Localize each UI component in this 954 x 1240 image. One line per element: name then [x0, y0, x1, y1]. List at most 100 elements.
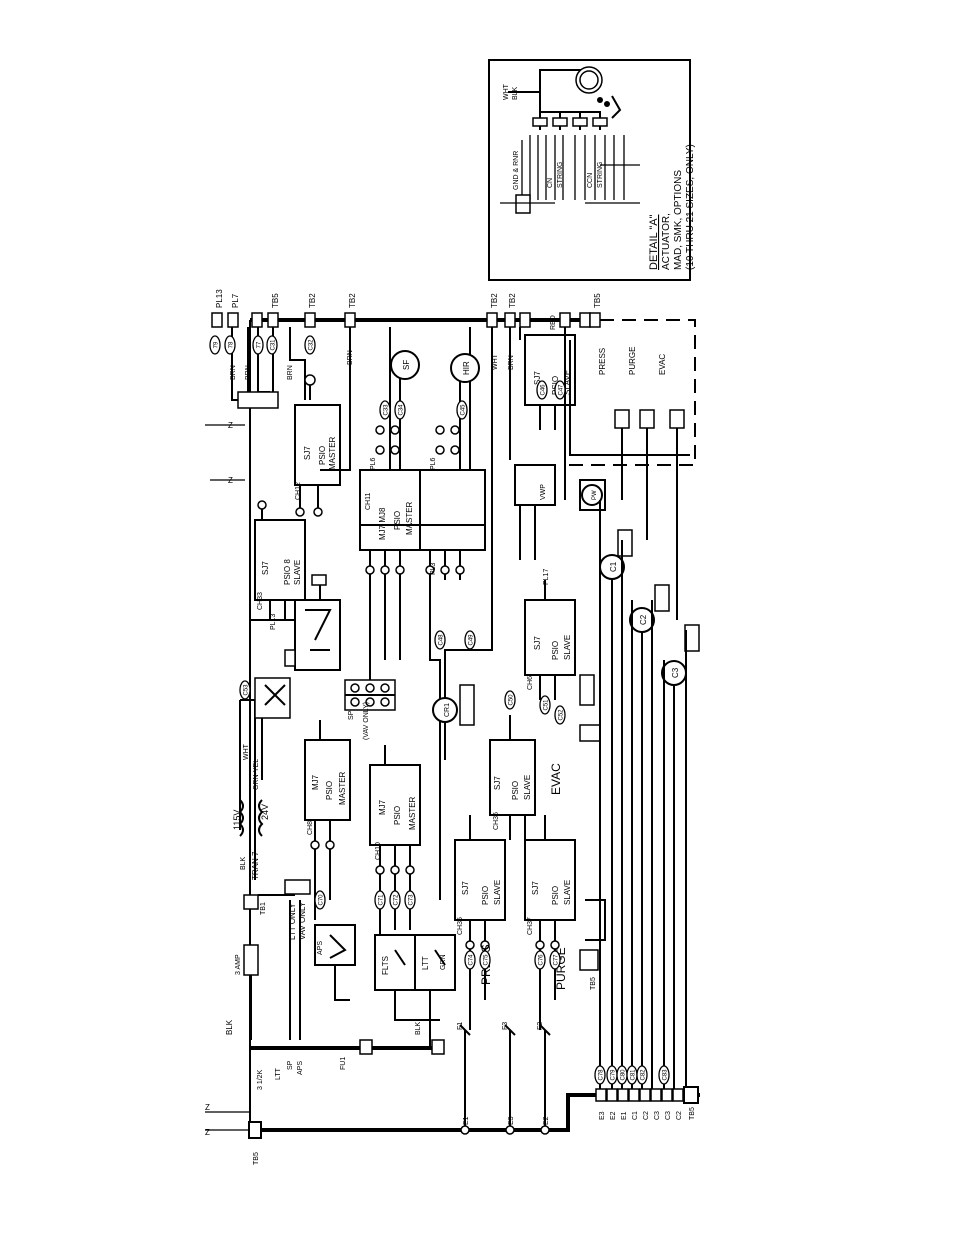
m29-head: CH10 [375, 842, 382, 860]
evac-switch-label: EVAC [658, 354, 667, 375]
wire-tag-label: C81 [631, 1069, 637, 1081]
wire-tag-label: C46 [541, 384, 547, 396]
option-enclosure [565, 319, 696, 466]
wire-tag: 78 [224, 335, 236, 355]
pl17-label-c: PL17 [543, 569, 550, 585]
tb2-label-top3: TB2 [490, 293, 499, 308]
module-psio-slave-8: SLAVE PSIO 8 SJ7 CH33 PL13 [254, 500, 306, 630]
detail-gnd-label: GND & RNR [513, 151, 520, 190]
wire-tag: C82 [636, 1065, 648, 1085]
bottom-label-3: C1 [632, 1111, 639, 1120]
wire-tag-label: C83 [663, 1069, 669, 1081]
aps-switch: APS LTT ONLY VAV ONLY [284, 879, 356, 1040]
tb2-terminal-mid [284, 879, 311, 895]
flts-label: FLTS [381, 956, 390, 975]
detail-cn-label: CN [547, 178, 554, 188]
tb1-label: TB1 [260, 902, 267, 915]
pl3-label: PL3 [430, 562, 437, 575]
m35-name: PSIO [318, 446, 327, 465]
m8-role: SLAVE [293, 560, 302, 585]
sf-motor-icon [390, 350, 420, 380]
top-terminals: PL13 PL7 TB5 TB2 TB2 TB2 TB2 TB5 BRN BRN… [211, 289, 602, 380]
tb1-terminal-block [237, 391, 279, 409]
mc-head: CH6 [527, 676, 534, 690]
wire-tag-label: C70 [319, 894, 325, 906]
wire-tag: C71 [374, 890, 386, 910]
f1-label: F1 [457, 1022, 464, 1030]
wire-tag: 79 [209, 335, 221, 355]
bottom-label-7: C2 [676, 1111, 683, 1120]
sp-wire-label: SP [287, 1060, 294, 1070]
wire-tag: C32 [304, 335, 316, 355]
detail-a-line1: ACTUATOR, [661, 213, 672, 270]
m8-card: SJ7 [261, 561, 270, 575]
purge-module-head: CH37 [527, 917, 534, 935]
e1-label: E1 [463, 1116, 470, 1125]
m26-name: PSIO [325, 781, 334, 800]
wire-tag-label: C73 [409, 894, 415, 906]
relay-cr1: CR1 [432, 670, 475, 760]
flts-ltt-block: FLTS LTT GRN BLK [374, 934, 456, 1048]
bottom-label-1: E2 [610, 1111, 617, 1120]
vav-only-label2: VAV ONLY [298, 901, 307, 940]
module-psio-master-26: MASTER PSIO MJ7 CH8 [304, 720, 351, 920]
wire-tag-label: C76 [539, 954, 545, 966]
sw-r-label: 3 1/2K [257, 1069, 264, 1090]
aux-switch-box [249, 500, 341, 671]
svg-text:Z: Z [228, 476, 233, 485]
blk-label-left: BLK [225, 1019, 234, 1035]
tb5-label-right: TB5 [590, 977, 597, 990]
wire-tag: C33 [379, 400, 391, 420]
detail-a-title: DETAIL "A" [648, 214, 660, 270]
big-card: MJ7 MJ8 [378, 507, 387, 540]
wire-tag-label: C49 [469, 634, 475, 646]
wire-tag-label: C52 [559, 709, 565, 721]
ground-marks: ZZ ZZ [205, 421, 250, 1137]
vwp-label: VWP [540, 484, 547, 500]
e2-label: E2 [543, 1116, 550, 1125]
wire-tag-label: 77 [257, 341, 263, 348]
wire-tag-label: C80 [621, 1069, 627, 1081]
aps-label: APS [317, 941, 324, 955]
big-name: PSIO [393, 511, 402, 530]
tb2-label-top1: TB2 [308, 293, 317, 308]
big-head: CH11 [365, 493, 372, 510]
wire-tag: C70 [314, 890, 326, 910]
wire-tag: C53 [239, 680, 251, 700]
pl6-label2: PL6 [430, 457, 437, 470]
wire-tag: C81 [626, 1065, 638, 1085]
wire-tag: 77 [252, 335, 264, 355]
c3-label: C3 [671, 667, 680, 678]
wire-tag: C73 [404, 890, 416, 910]
wire-tag: C51 [539, 695, 551, 715]
transformer-7: 115V 24V TRAN 7 WHT GRN-YEL BLK [232, 677, 291, 880]
m35-role: MASTER [328, 436, 337, 470]
pl13-label-mid: PL13 [270, 614, 277, 630]
wire-tag: C76 [534, 950, 546, 970]
tb5-label-top2: TB5 [593, 293, 602, 308]
m29-role: MASTER [408, 796, 417, 830]
wire-tag: C78 [594, 1065, 606, 1085]
right-feed-wires: TB5 [579, 500, 687, 1095]
c1-label: C1 [609, 561, 618, 572]
m35-card: SJ7 [303, 446, 312, 460]
tb2-label-top2: TB2 [348, 293, 357, 308]
f3-label: F3 [502, 1022, 509, 1030]
pl6-label: PL6 [370, 457, 377, 470]
bottom-label-9: TB5 [689, 1107, 696, 1120]
wire-tag-label: C48 [439, 634, 445, 646]
c2-label: C2 [639, 614, 648, 625]
f2-label: F2 [537, 1022, 544, 1030]
wire-tag: C83 [658, 1065, 670, 1085]
aps-wire-label: APS [297, 1061, 304, 1075]
contactors: C1 C2 C3 [599, 529, 700, 686]
module-psio-slave-evac: SLAVE PSIO SJ7 CH36 EVAC [489, 715, 563, 840]
evac-module-name: PSIO [511, 781, 520, 800]
evac-label: EVAC [549, 763, 563, 795]
wire-tag-label: C72 [394, 894, 400, 906]
module-psio-master-29: MASTER PSIO MJ7 CH10 [369, 745, 421, 935]
bottom-label-0: E3 [599, 1111, 606, 1120]
wire-tag-label: C34 [399, 404, 405, 416]
mc-name: PSIO [551, 641, 560, 660]
